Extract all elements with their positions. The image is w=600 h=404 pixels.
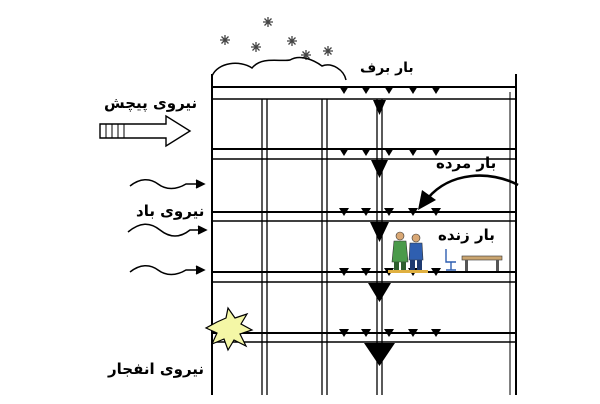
dead-load-label: بار مرده (436, 154, 497, 172)
torsion-arrow-icon (99, 114, 192, 148)
wind-force-label: نیروی باد (136, 202, 205, 220)
live-load-label: بار زنده (438, 226, 495, 244)
explosion-icon (204, 306, 254, 352)
snow-mound (211, 56, 347, 81)
explosion-force-label: نیروی انفجار (108, 360, 205, 378)
snowflake-icon (251, 42, 261, 52)
people-icon (388, 231, 428, 273)
desk-icon (461, 255, 503, 271)
wind-wave-icon (129, 265, 206, 276)
wind-wave-icon (127, 223, 208, 237)
snowflake-icon (263, 17, 273, 27)
torsion-force-label: نیروی پیچش (104, 94, 198, 112)
snowflake-icon (287, 36, 297, 46)
snowflakes (220, 17, 333, 60)
snowflake-icon (220, 35, 230, 45)
snowflake-icon (323, 46, 333, 56)
curved-arrow-icon (418, 174, 519, 210)
snowflake-icon (301, 50, 311, 60)
load-cones (364, 100, 395, 366)
chair-icon (445, 249, 456, 271)
snow-load-label: بار برف (360, 60, 414, 76)
wind-wave-icon (129, 179, 206, 190)
wind-waves (127, 179, 208, 276)
